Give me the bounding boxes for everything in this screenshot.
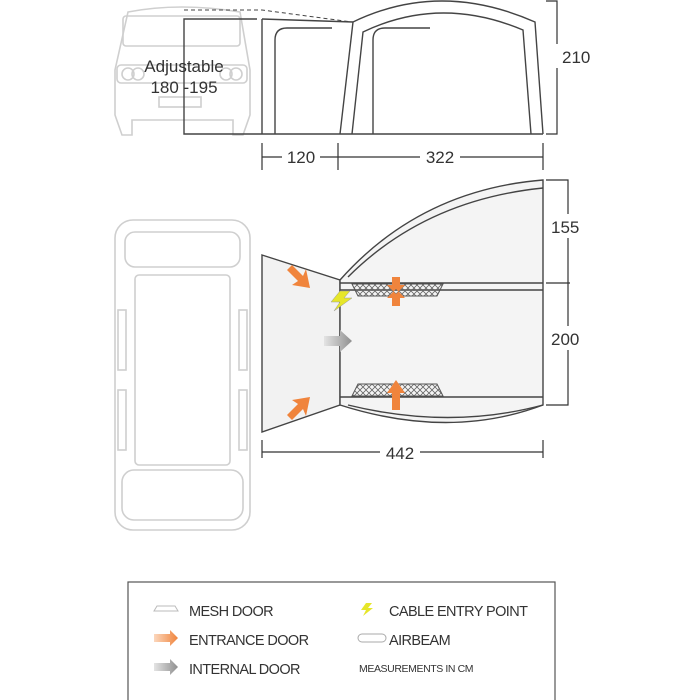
internal-door-arrow [324,330,352,352]
plan-view-tent [261,179,544,433]
internal-door-legend-icon [154,659,178,675]
entrance-door-arrows [287,265,405,420]
legend-airbeam: AIRBEAM [389,633,450,649]
legend-internal-door: INTERNAL DOOR [189,662,300,678]
entrance-arrow-front [287,265,310,288]
entrance-arrow-rear [287,397,310,420]
depth-front-label: 155 [551,218,579,237]
entrance-door-legend-icon [154,630,178,646]
legend-mesh-door: MESH DOOR [189,604,273,620]
height-label: 210 [562,48,590,67]
van-front-outline [114,6,251,136]
entrance-arrow-mesh-front [387,277,405,306]
legend: MESH DOOR ENTRANCE DOOR INTERNAL DOOR CA… [127,581,556,700]
legend-cable-entry: CABLE ENTRY POINT [389,604,528,620]
cable-entry-icon [330,290,353,312]
front-view-tent [183,0,544,135]
cable-entry-legend-icon [361,603,373,616]
adjustable-range: 180 -195 [150,78,217,97]
airbeam-legend-icon [357,633,387,643]
legend-units-note: MEASUREMENTS IN CM [359,663,473,675]
depth-main-label: 200 [551,330,579,349]
adjustable-label: Adjustable [144,57,223,76]
main-width-label: 322 [426,148,454,167]
total-width-label: 442 [386,444,414,463]
van-top-outline [114,219,251,531]
width-dimension-line [261,143,544,170]
entrance-arrow-mesh-rear [387,380,405,410]
porch-width-label: 120 [287,148,315,167]
mesh-door-legend-icon [153,605,179,612]
depth-dimension-line [546,179,570,406]
legend-entrance-door: ENTRANCE DOOR [189,633,309,649]
